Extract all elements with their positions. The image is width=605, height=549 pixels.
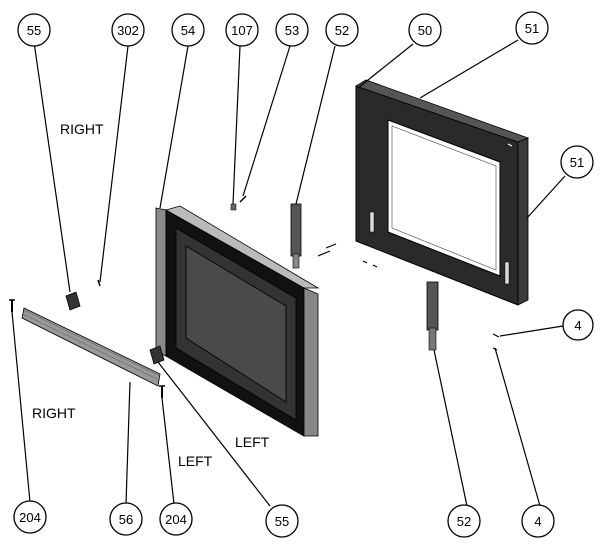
- callout-204-left: 204: [13, 500, 47, 534]
- svg-text:50: 50: [418, 23, 432, 38]
- outer-door-frame: [355, 79, 530, 306]
- callout-51-right: 51: [560, 145, 594, 179]
- callout-52-bottom: 52: [447, 504, 481, 538]
- label-left-mid: LEFT: [235, 434, 270, 450]
- svg-text:52: 52: [335, 23, 349, 38]
- svg-text:54: 54: [181, 23, 195, 38]
- callout-55-top: 55: [17, 13, 51, 47]
- leader-lines: [11, 39, 566, 507]
- label-right-top: RIGHT: [60, 121, 104, 137]
- svg-text:204: 204: [165, 512, 187, 527]
- label-right-bottom: RIGHT: [32, 405, 76, 421]
- callout-50: 50: [408, 13, 442, 47]
- callout-52-top: 52: [325, 13, 359, 47]
- callout-4-right: 4: [562, 309, 594, 341]
- callout-55-bottom: 55: [265, 504, 299, 538]
- screw-302: [97, 279, 101, 287]
- inner-door-panel: [155, 205, 320, 437]
- screw-cluster: [317, 243, 500, 351]
- svg-text:52: 52: [457, 514, 471, 529]
- svg-text:4: 4: [574, 318, 581, 333]
- hinge-52-top: [290, 203, 302, 269]
- hinge-52-bottom: [426, 281, 439, 351]
- callout-302: 302: [111, 13, 145, 47]
- screw-204-mid: [159, 385, 165, 398]
- svg-text:204: 204: [19, 510, 41, 525]
- svg-text:55: 55: [275, 514, 289, 529]
- callout-53: 53: [275, 13, 309, 47]
- svg-text:107: 107: [231, 23, 253, 38]
- svg-text:51: 51: [570, 155, 584, 170]
- svg-text:51: 51: [525, 21, 539, 36]
- bracket-55-bottom: [149, 345, 165, 365]
- bottom-trim-strip: [21, 307, 161, 387]
- callout-4-bottom: 4: [521, 504, 555, 538]
- svg-text:302: 302: [117, 23, 139, 38]
- callout-56: 56: [109, 502, 143, 536]
- svg-text:56: 56: [119, 512, 133, 527]
- callout-107: 107: [225, 13, 259, 47]
- callout-204-mid: 204: [159, 502, 193, 536]
- svg-text:55: 55: [27, 23, 41, 38]
- svg-text:53: 53: [285, 23, 299, 38]
- screw-204-left: [9, 299, 15, 312]
- bracket-55-top: [65, 291, 81, 311]
- callout-54: 54: [171, 13, 205, 47]
- label-left-lower: LEFT: [178, 453, 213, 469]
- svg-text:4: 4: [534, 514, 541, 529]
- callout-51-top: 51: [515, 11, 549, 45]
